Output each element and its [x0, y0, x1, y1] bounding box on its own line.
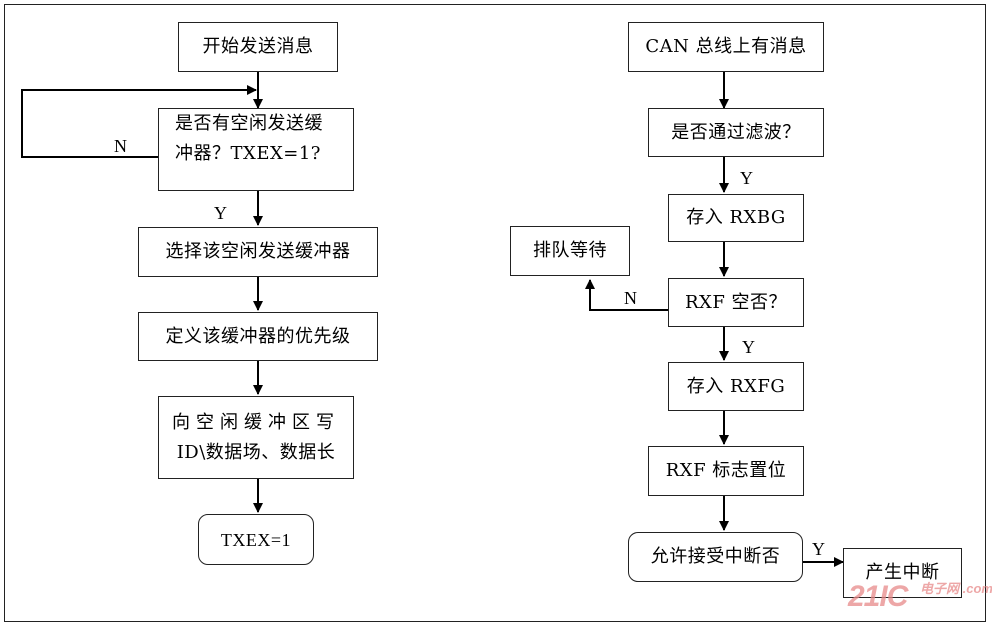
select-buffer-node: 选择该空闲发送缓冲器 [138, 227, 378, 277]
free-buffer-check-node: 是否有空闲发送缓 冲器？TXEX=1? [158, 108, 354, 191]
label-yes-filter: Y [740, 168, 753, 188]
rxf-empty-node: RXF 空否？ [668, 278, 804, 327]
define-priority-node: 定义该缓冲器的优先级 [138, 312, 378, 361]
start-send-node: 开始发送消息 [178, 22, 338, 72]
write-buffer-line2: ID\数据场、数据长 [176, 441, 336, 463]
filter-check-text: 是否通过滤波？ [671, 121, 801, 143]
rxf-flag-text: RXF 标志置位 [665, 460, 787, 481]
arrow-rxf-no-to-queue [585, 279, 668, 311]
queue-wait-node: 排队等待 [510, 226, 630, 276]
queue-wait-text: 排队等待 [533, 240, 607, 261]
loop-no-back [21, 85, 257, 158]
define-priority-text: 定义该缓冲器的优先级 [165, 325, 351, 347]
free-buffer-check-line1: 是否有空闲发送缓 [175, 113, 323, 134]
free-buffer-check-line2: 冲器？TXEX=1? [175, 143, 321, 164]
store-rxbg-node: 存入 RXBG [668, 194, 804, 242]
label-yes-interrupt: Y [812, 539, 825, 559]
diagram-frame [4, 4, 986, 622]
allow-interrupt-text: 允许接受中断否 [650, 546, 781, 567]
store-rxfg-text: 存入 RXFG [686, 375, 786, 397]
txex-set-text: TXEX=1 [220, 529, 292, 550]
filter-check-node: 是否通过滤波？ [648, 108, 824, 157]
label-no-rxf: N [624, 288, 637, 308]
watermark-site: 电子网 .com [920, 581, 992, 596]
label-yes-rxf: Y [742, 337, 755, 357]
txex-set-node: TXEX=1 [198, 514, 314, 565]
write-buffer-node: 向空闲缓冲区写 ID\数据场、数据长 [158, 396, 354, 479]
store-rxbg-text: 存入 RXBG [686, 207, 786, 228]
can-message-text: CAN 总线上有消息 [645, 36, 807, 57]
generate-interrupt-node: 产生中断 [843, 548, 962, 598]
watermark-brand: 21IC [848, 580, 908, 613]
label-no-loop: N [114, 136, 127, 156]
generate-interrupt-text: 产生中断 [865, 562, 940, 583]
write-buffer-line1: 向空闲缓冲区写 [172, 411, 340, 433]
can-message-node: CAN 总线上有消息 [628, 22, 824, 72]
allow-interrupt-node: 允许接受中断否 [628, 532, 803, 582]
label-yes-check: Y [214, 203, 227, 223]
site-watermark: 21IC 电子网 .com [848, 580, 992, 614]
store-rxfg-node: 存入 RXFG [668, 362, 804, 411]
select-buffer-text: 选择该空闲发送缓冲器 [165, 241, 351, 262]
rxf-empty-text: RXF 空否？ [684, 291, 788, 313]
rxf-flag-node: RXF 标志置位 [648, 446, 804, 496]
start-send-text: 开始发送消息 [202, 36, 314, 57]
